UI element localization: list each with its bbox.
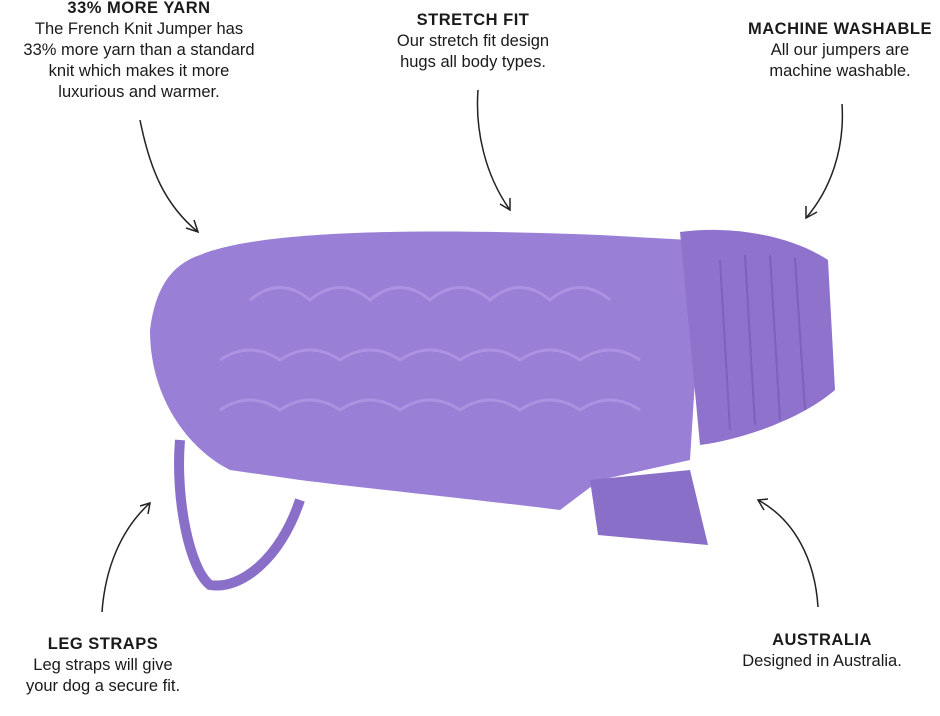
feature-title: STRETCH FIT — [416, 11, 530, 29]
arrow-legstraps — [101, 502, 151, 613]
feature-text: Designed in Australia. — [742, 652, 902, 670]
feature-title: MACHINE WASHABLE — [748, 20, 932, 38]
feature-text: machine washable. — [769, 62, 911, 80]
arrows — [101, 89, 844, 613]
sweater-image — [150, 229, 835, 591]
feature-text: Leg straps will give — [33, 656, 173, 674]
feature-more-yarn: 33% MORE YARN The French Knit Jumper has… — [0, 0, 278, 103]
feature-title: 33% MORE YARN — [67, 0, 211, 17]
feature-text: All our jumpers are — [770, 41, 910, 59]
feature-text: your dog a secure fit. — [25, 677, 181, 695]
arrow-stretch — [476, 89, 511, 211]
feature-title: LEG STRAPS — [47, 635, 159, 653]
feature-text: hugs all body types. — [400, 53, 546, 71]
feature-text: luxurious and warmer. — [58, 83, 220, 101]
arrow-australia — [757, 499, 819, 608]
feature-stretch-fit: STRETCH FIT Our stretch fit design hugs … — [358, 10, 588, 73]
feature-title: AUSTRALIA — [772, 631, 872, 649]
feature-australia: AUSTRALIA Designed in Australia. — [712, 630, 932, 672]
feature-machine-washable: MACHINE WASHABLE All our jumpers are mac… — [730, 19, 940, 82]
feature-text: knit which makes it more — [48, 62, 230, 80]
arrow-yarn — [139, 119, 199, 233]
feature-text: Our stretch fit design — [396, 32, 550, 50]
feature-text: 33% more yarn than a standard — [23, 41, 255, 59]
feature-text: The French Knit Jumper has — [34, 20, 244, 38]
feature-leg-straps: LEG STRAPS Leg straps will give your dog… — [0, 634, 206, 697]
arrow-washable — [805, 103, 844, 219]
